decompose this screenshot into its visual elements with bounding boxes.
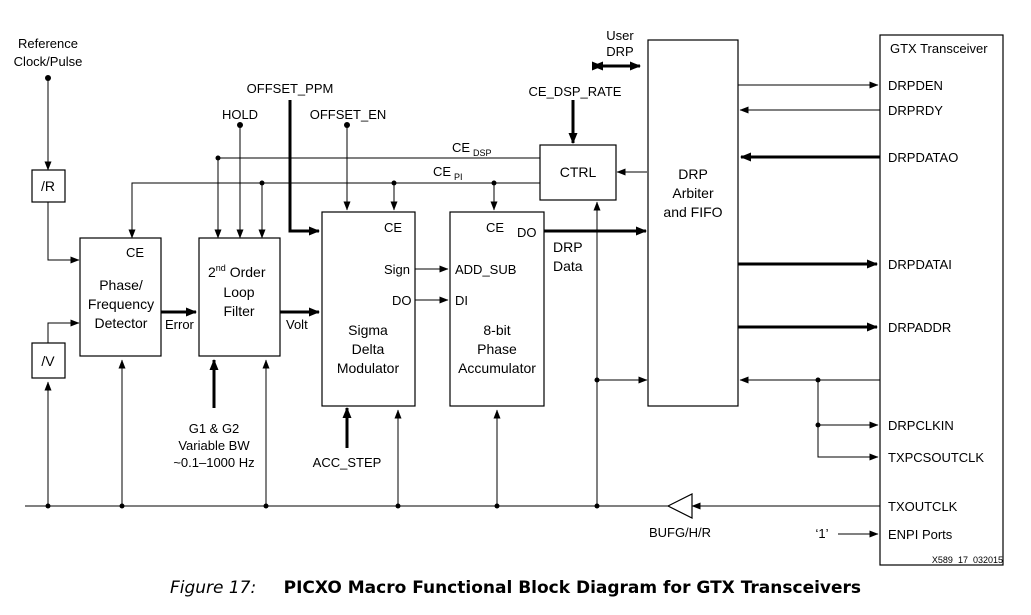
pfd-block	[79, 237, 162, 357]
sdm-title-2: Delta	[352, 341, 385, 357]
ce-pi-label: CE	[433, 164, 451, 179]
junctions	[45, 75, 821, 509]
sdm-sign-port: Sign	[384, 262, 410, 277]
error-label: Error	[165, 317, 195, 332]
gtx-port-drpaddr: DRPADDR	[888, 320, 951, 335]
pfd-title-3: Detector	[95, 315, 148, 331]
figure-caption: Figure 17: PICXO Macro Functional Block …	[0, 578, 1031, 598]
div-r-label: /R	[41, 178, 55, 194]
drp-data-label-1: DRP	[553, 239, 583, 255]
ce-dsp-rate-label: CE_DSP_RATE	[529, 84, 622, 99]
gtx-port-drpclkin: DRPCLKIN	[888, 418, 954, 433]
drp-data-label-2: Data	[553, 258, 583, 274]
gain-label-3: ~0.1–1000 Hz	[173, 455, 254, 470]
acc-title-2: Phase	[477, 341, 517, 357]
user-drp-label-2: DRP	[606, 44, 633, 59]
drp-arbiter-title-2: Arbiter	[672, 185, 714, 201]
ctrl-block	[539, 144, 617, 201]
gtx-port-txoutclk: TXOUTCLK	[888, 499, 958, 514]
figure-title: PICXO Macro Functional Block Diagram for…	[283, 578, 862, 598]
bufg-label: BUFG/H/R	[649, 525, 711, 540]
offset-ppm-label: OFFSET_PPM	[247, 81, 334, 96]
acc-title-1: 8-bit	[483, 322, 510, 338]
pfd-ce-port: CE	[126, 245, 144, 260]
loop-filter-title-1: Loop	[223, 284, 254, 300]
acc-do-port: DO	[517, 225, 537, 240]
gtx-port-txpcsoutclk: TXPCSOUTCLK	[888, 450, 984, 465]
gtx-port-drpdatai: DRPDATAI	[888, 257, 952, 272]
drp-arbiter-title-3: and FIFO	[663, 204, 722, 220]
acc-ce-port: CE	[486, 220, 504, 235]
hold-label: HOLD	[222, 107, 258, 122]
div-v-block	[31, 342, 66, 379]
bufg-buffer-icon	[666, 493, 693, 519]
pfd-title-2: Frequency	[88, 296, 154, 312]
acc-title-3: Accumulator	[458, 360, 536, 376]
accumulator-block	[449, 211, 545, 407]
loop-filter-block	[198, 237, 281, 357]
ce-pi-sub: PI	[454, 172, 463, 182]
sdm-title-3: Modulator	[337, 360, 400, 376]
acc-step-label: ACC_STEP	[313, 455, 382, 470]
gtx-port-enpi: ENPI Ports	[888, 527, 953, 542]
pfd-title-1: Phase/	[99, 277, 143, 293]
drp-arbiter-block	[647, 39, 739, 407]
sdm-ce-port: CE	[384, 220, 402, 235]
figure-number: Figure 17:	[169, 578, 257, 598]
gain-label-2: Variable BW	[178, 438, 250, 453]
gtx-port-drprdy: DRPRDY	[888, 103, 943, 118]
acc-di-port: DI	[455, 293, 468, 308]
div-v-label: /V	[41, 353, 55, 369]
sdm-block	[321, 211, 416, 407]
reference-clock-label-2: Clock/Pulse	[14, 54, 83, 69]
gtx-title: GTX Transceiver	[890, 41, 988, 56]
div-r-block	[31, 169, 66, 203]
drp-arbiter-title-1: DRP	[678, 166, 708, 182]
sdm-title-1: Sigma	[348, 322, 388, 338]
loop-filter-title-0: 2nd Order	[208, 263, 266, 280]
gtx-port-drpdatao: DRPDATAO	[888, 150, 958, 165]
ce-dsp-sub: DSP	[473, 148, 492, 158]
ctrl-label: CTRL	[560, 164, 597, 180]
gain-label-1: G1 & G2	[189, 421, 240, 436]
gtx-port-drpden: DRPDEN	[888, 78, 943, 93]
thick-wires	[161, 61, 880, 448]
one-constant-label: ‘1’	[815, 526, 828, 541]
user-drp-left-arrow	[592, 61, 603, 71]
volt-label: Volt	[286, 317, 308, 332]
ce-dsp-label: CE	[452, 140, 470, 155]
loop-filter-title-2: Filter	[223, 303, 254, 319]
figure-code: X589_17_032015	[932, 555, 1003, 565]
sdm-do-port: DO	[392, 293, 412, 308]
offset-en-label: OFFSET_EN	[310, 107, 387, 122]
reference-clock-label-1: Reference	[18, 36, 78, 51]
user-drp-label-1: User	[606, 28, 634, 43]
acc-add-sub-port: ADD_SUB	[455, 262, 516, 277]
block-diagram: Reference Clock/Pulse /R /V OFFSET_PPM H…	[14, 28, 1004, 566]
gtx-transceiver-block	[879, 34, 1004, 566]
